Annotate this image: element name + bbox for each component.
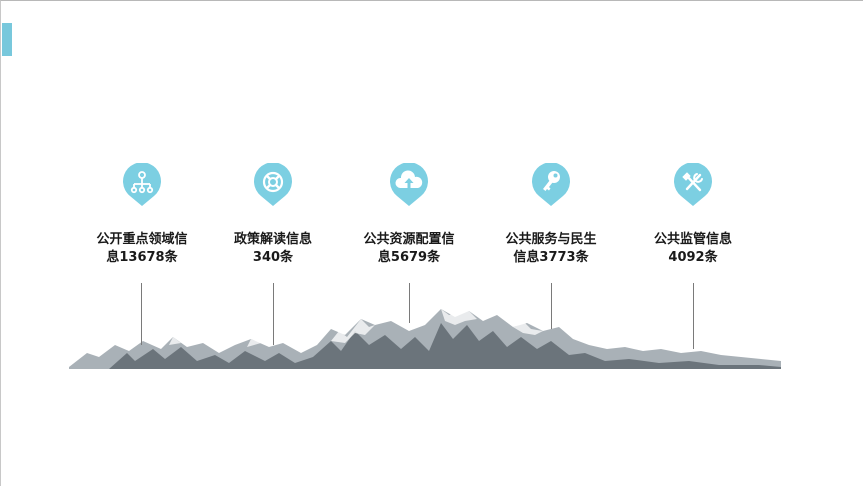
connector-line [409,283,410,323]
map-pin [531,163,571,207]
tools-icon [682,172,703,192]
label-line-1: 公开重点领域信 [96,232,188,247]
label-line-2: 息13678条 [106,250,178,265]
map-pin [122,163,162,207]
item-label: 公共服务与民生 信息3773条 [471,231,631,267]
label-line-2: 信息3773条 [513,250,589,265]
map-pin [673,163,713,207]
item-label: 公共资源配置信 息5679条 [329,231,489,267]
accent-bar [2,23,12,56]
lifebuoy-icon [262,171,284,193]
connector-line [551,283,552,329]
item-label: 公开重点领域信 息13678条 [62,231,222,267]
label-line-1: 政策解读信息 [233,232,312,247]
org-tree-icon [130,171,154,194]
map-pin [389,163,429,207]
label-line-2: 息5679条 [377,250,441,265]
cloud-upload-icon [395,170,423,188]
item-label: 公共监管信息 4092条 [613,231,773,267]
label-line-2: 4092条 [668,250,718,265]
map-pin [253,163,293,207]
label-line-2: 340条 [252,250,294,265]
connector-line [273,283,274,345]
item-label: 政策解读信息 340条 [193,231,353,267]
label-line-1: 公共服务与民生 [505,232,597,247]
mountain-range-image [69,309,781,369]
connector-line [693,283,694,349]
key-icon [543,171,560,191]
connector-line [141,283,142,345]
label-line-1: 公共监管信息 [653,232,732,247]
label-line-1: 公共资源配置信 [363,232,455,247]
